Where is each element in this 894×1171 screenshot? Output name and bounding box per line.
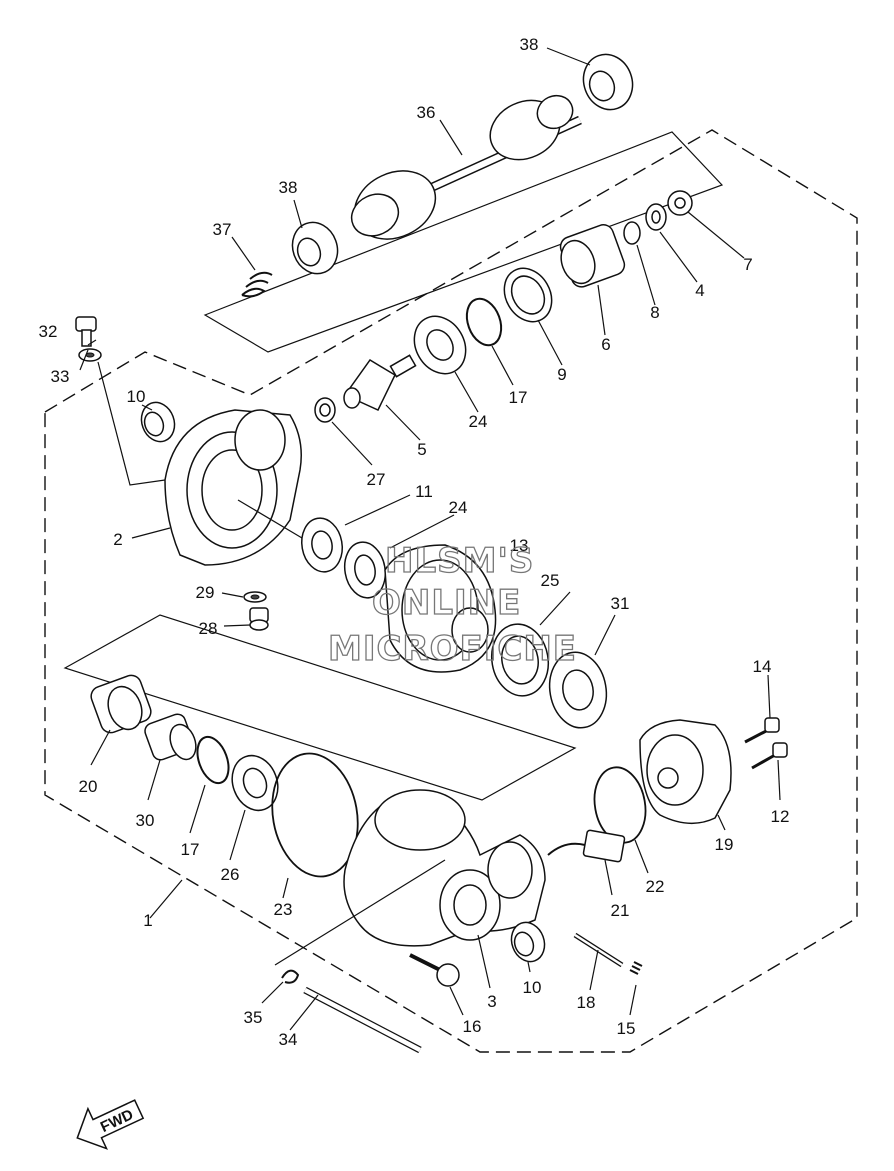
circlip-17-bottom[interactable] [192, 733, 235, 788]
callout-c37: 37 [213, 220, 232, 239]
callout-c32: 32 [39, 322, 58, 341]
callout-c20: 20 [79, 777, 98, 796]
bolt-12[interactable] [751, 742, 788, 770]
washer-33[interactable] [78, 348, 102, 362]
callout-c3: 3 [487, 992, 496, 1011]
gear-motor-19[interactable] [639, 719, 732, 824]
watermark: HLSM'S ONLINE MICROFICHE [327, 540, 577, 669]
callout-c21: 21 [611, 901, 630, 920]
callout-c35: 35 [244, 1008, 263, 1027]
callout-c38a: 38 [520, 35, 539, 54]
callout-c15: 15 [617, 1019, 636, 1038]
shim-31[interactable] [544, 648, 612, 733]
drive-shaft[interactable] [343, 89, 582, 251]
coupling-gear-6[interactable] [555, 222, 627, 290]
callout-c1: 1 [143, 911, 152, 930]
watermark-line-3: MICROFICHE [328, 629, 577, 669]
o-ring-8[interactable] [623, 221, 641, 245]
pinion-gear-5[interactable] [343, 354, 417, 411]
shift-switch-21[interactable] [547, 829, 626, 863]
oil-seal-10-bottom[interactable] [506, 918, 550, 967]
callout-c28: 28 [199, 619, 218, 638]
bearing-24-mid[interactable] [340, 539, 389, 601]
callout-c26: 26 [221, 865, 240, 884]
o-ring-22[interactable] [589, 763, 651, 847]
upper-group-frame [203, 131, 724, 353]
callout-c29: 29 [196, 583, 215, 602]
callout-c12: 12 [771, 807, 790, 826]
circlip-17-top[interactable] [461, 294, 507, 350]
fwd-arrow-icon [76, 1099, 145, 1150]
shift-rod-18[interactable] [573, 932, 624, 968]
bolt-32[interactable] [75, 316, 97, 347]
callout-c22: 22 [646, 877, 665, 896]
watermark-line-1: HLSM'S [385, 541, 534, 581]
callout-c5: 5 [417, 440, 426, 459]
callout-c36: 36 [417, 103, 436, 122]
callout-c27: 27 [367, 470, 386, 489]
callout-c11: 11 [415, 482, 433, 501]
callout-c33: 33 [51, 367, 70, 386]
callout-c10a: 10 [127, 387, 146, 406]
callout-c9: 9 [557, 365, 566, 384]
callout-c4: 4 [695, 281, 704, 300]
callout-c31: 31 [611, 594, 630, 613]
differential-cover-2[interactable] [164, 409, 302, 566]
callout-c16: 16 [463, 1017, 482, 1036]
bearing-9[interactable] [495, 260, 561, 330]
callout-c38b: 38 [279, 178, 298, 197]
callout-c10b: 10 [523, 978, 542, 997]
callout-c8: 8 [650, 303, 659, 322]
pin-34[interactable] [303, 986, 422, 1054]
callout-c13: 13 [510, 536, 529, 555]
washer-29[interactable] [243, 591, 267, 603]
bearing-26[interactable] [225, 749, 285, 817]
needle-bearing-27[interactable] [314, 397, 336, 423]
callout-c6: 6 [601, 335, 610, 354]
callout-c17a: 17 [509, 388, 528, 407]
nut-7[interactable] [667, 190, 693, 216]
spring-37[interactable] [241, 271, 273, 298]
callout-c23: 23 [274, 900, 293, 919]
callout-c7: 7 [743, 255, 752, 274]
callout-c25: 25 [541, 571, 560, 590]
lower-group-frame [63, 614, 577, 801]
watermark-line-2: ONLINE [372, 583, 521, 623]
callout-c14: 14 [753, 657, 772, 676]
clip-35[interactable] [281, 969, 300, 984]
clutch-gear-30[interactable] [143, 712, 201, 763]
bolt-28[interactable] [249, 607, 269, 631]
bearing-38-left[interactable] [285, 216, 344, 280]
bearing-24-top[interactable] [404, 307, 476, 383]
callout-c30: 30 [136, 811, 155, 830]
callout-c2: 2 [113, 530, 122, 549]
sleeve-20[interactable] [88, 673, 153, 736]
callout-c24b: 24 [449, 498, 468, 517]
bearing-25[interactable] [486, 620, 554, 701]
differential-case-3[interactable] [343, 789, 546, 947]
callout-c34: 34 [279, 1030, 298, 1049]
bolt-16[interactable] [409, 953, 460, 987]
callout-c24a: 24 [469, 412, 488, 431]
leader-lines [79, 47, 781, 1031]
shim-11[interactable] [298, 515, 347, 575]
spring-15[interactable] [629, 961, 643, 975]
assembly-dashed-outline [44, 129, 858, 1053]
callout-labels: 3836383774869172452732331021124132531292… [39, 35, 790, 1049]
differential-assembly-13[interactable] [384, 544, 497, 673]
callout-c18: 18 [577, 993, 596, 1012]
bearing-38-top[interactable] [576, 47, 640, 116]
washer-4[interactable] [645, 203, 667, 231]
callout-c19: 19 [715, 835, 734, 854]
callout-c17b: 17 [181, 840, 200, 859]
o-ring-23[interactable] [263, 747, 367, 884]
fwd-arrow: FWD [76, 1099, 145, 1150]
bolt-14[interactable] [744, 717, 780, 744]
oil-seal-10-top[interactable] [136, 398, 180, 447]
